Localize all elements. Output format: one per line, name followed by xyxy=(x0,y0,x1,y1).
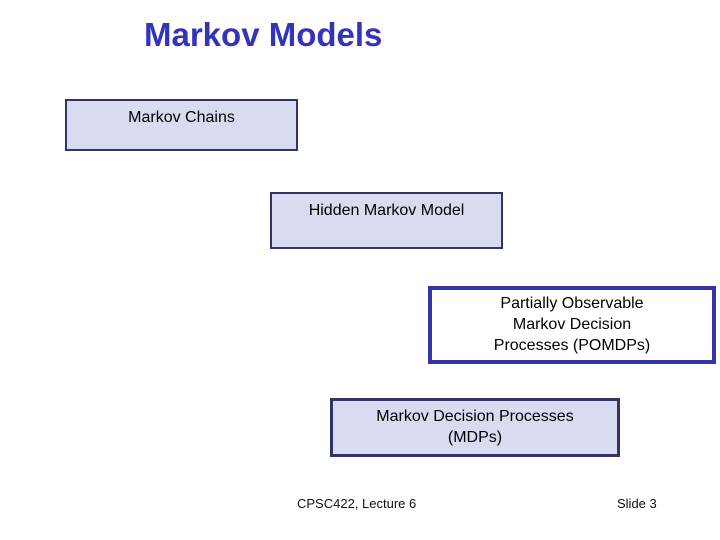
box-pomdp: Partially Observable Markov Decision Pro… xyxy=(428,286,716,364)
slide-title: Markov Models xyxy=(144,16,383,53)
box-markov-chains: Markov Chains xyxy=(65,99,298,151)
footer-slide-number: Slide 3 xyxy=(617,496,657,511)
footer-course-label: CPSC422, Lecture 6 xyxy=(297,496,417,511)
box-mdp: Markov Decision Processes (MDPs) xyxy=(330,398,620,457)
box-hidden-markov-model: Hidden Markov Model xyxy=(270,192,503,249)
